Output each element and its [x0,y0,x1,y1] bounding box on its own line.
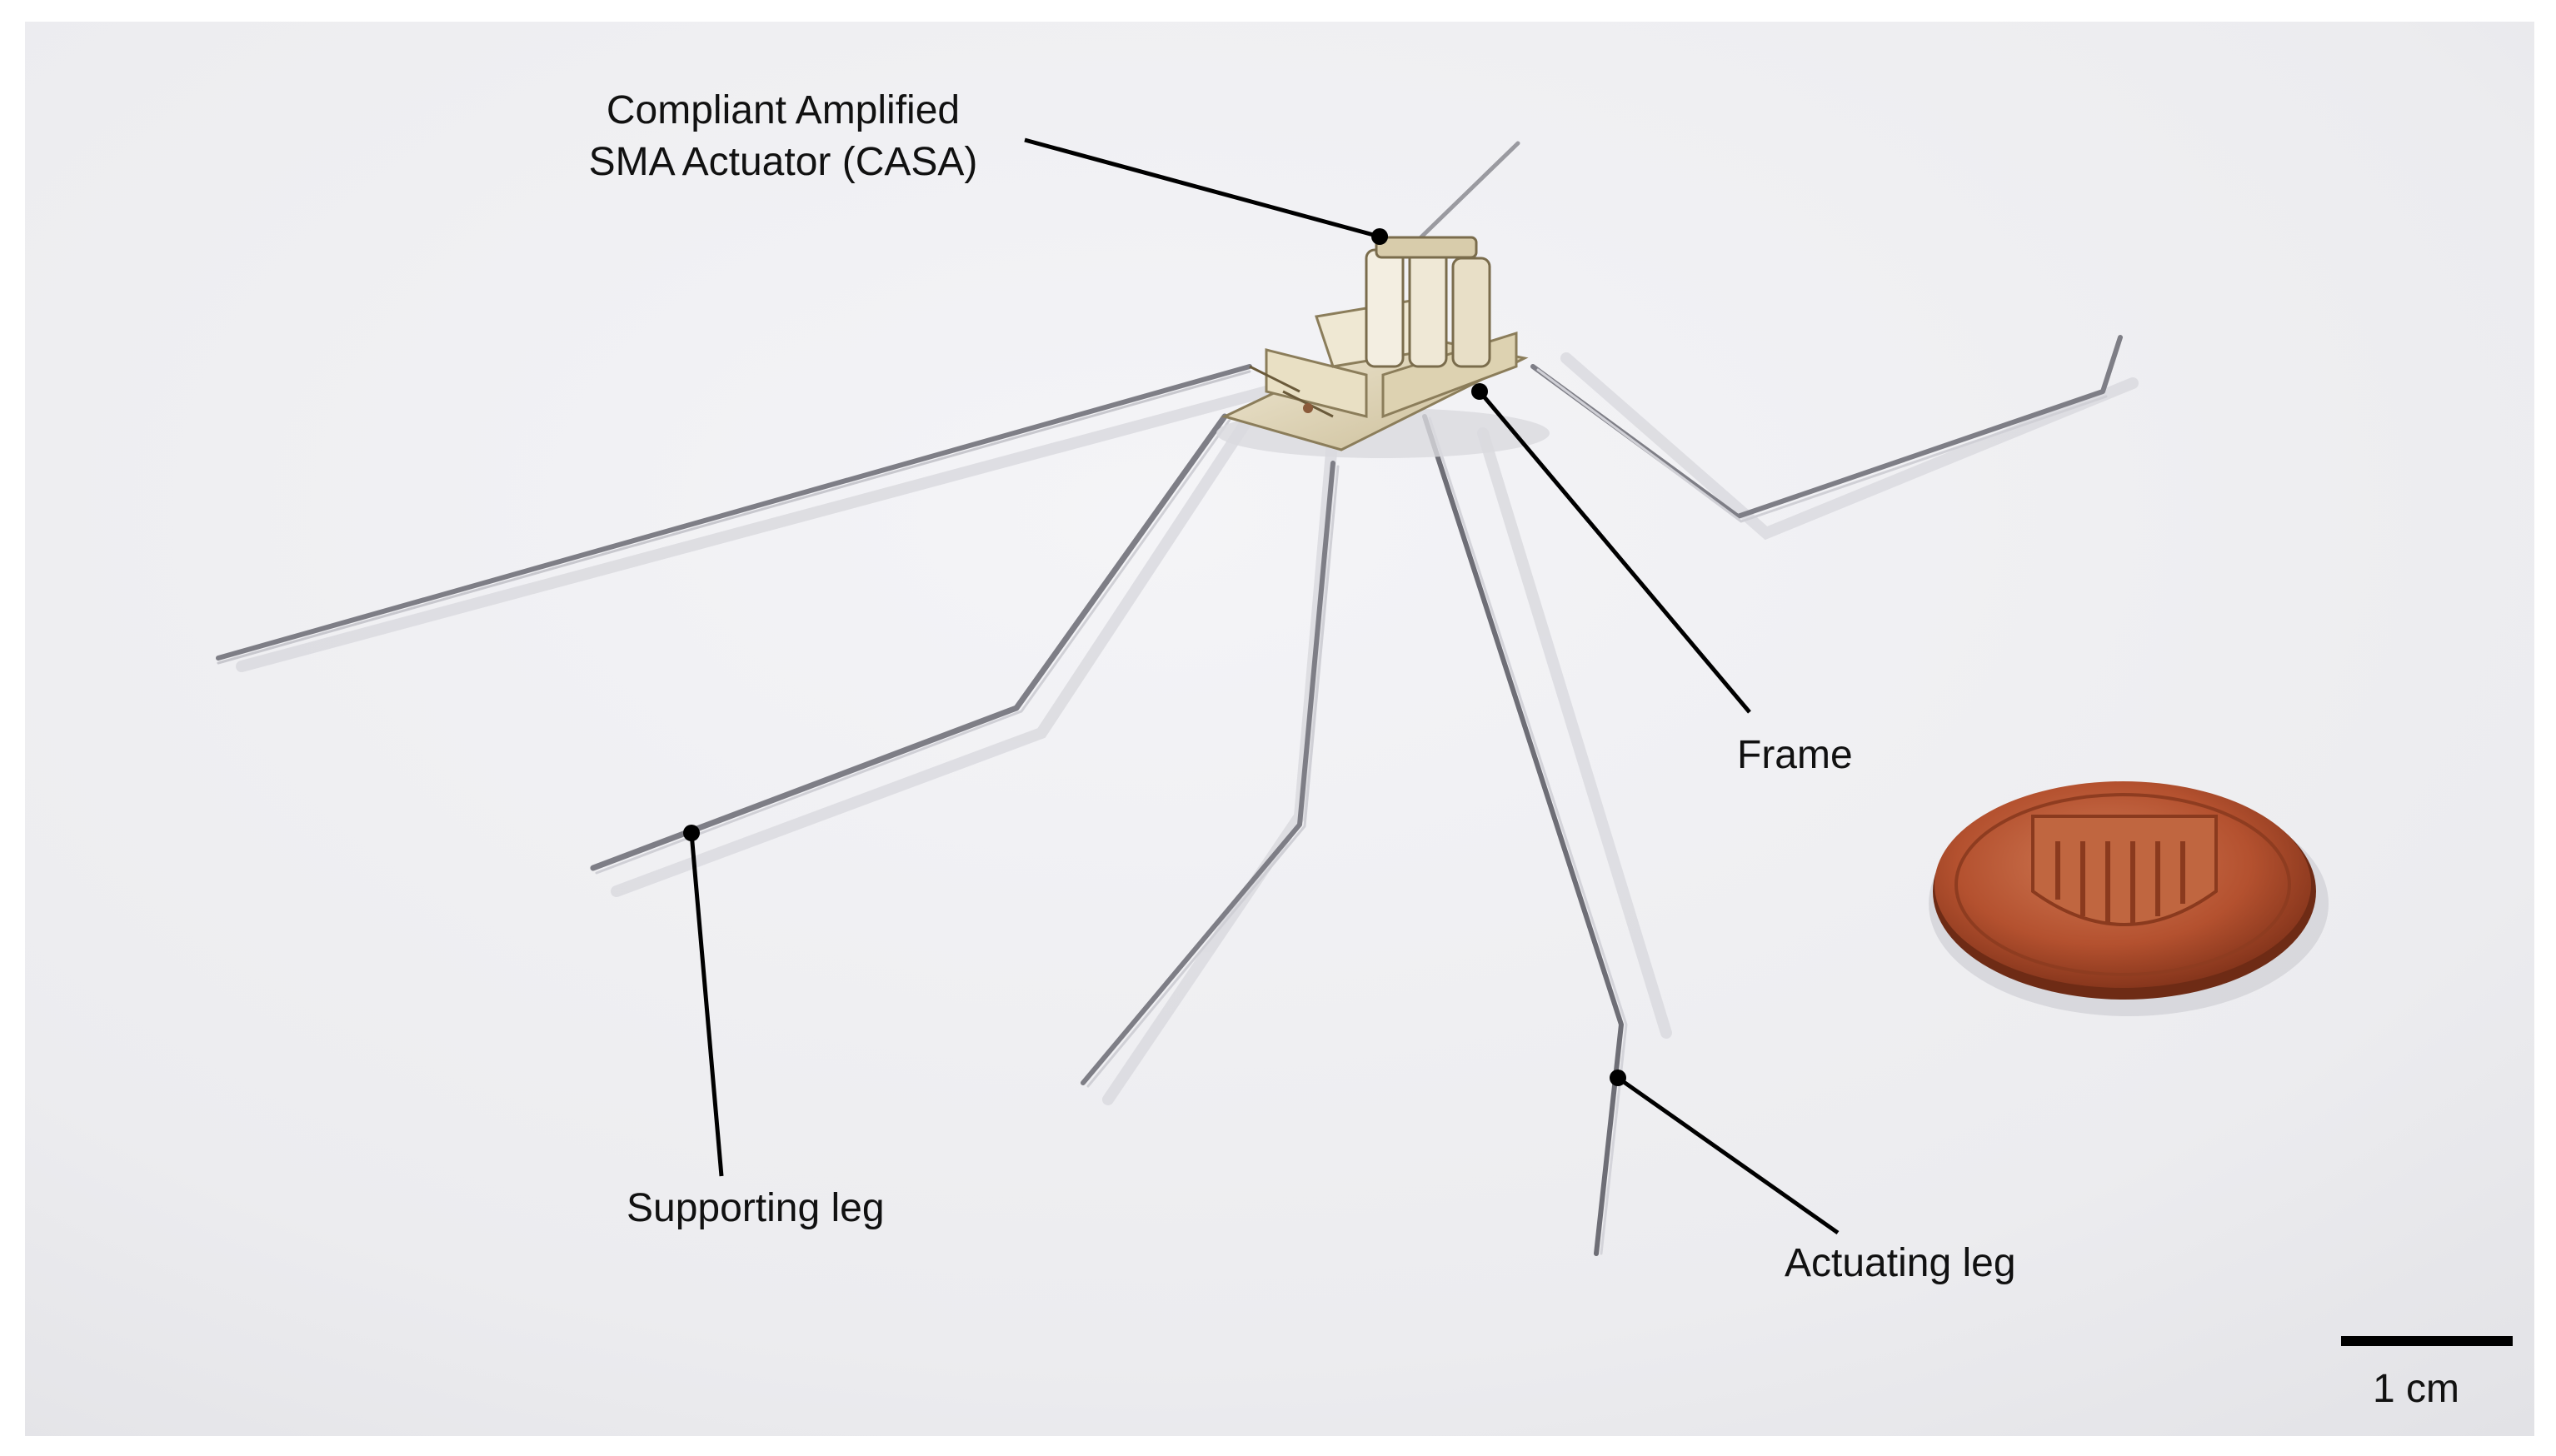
robot-legs [216,141,2123,1256]
scale-bar-label: 1 cm [2373,1367,2460,1411]
right-leg [1530,335,2123,523]
actuating-leg-leader-line [1616,1075,1840,1235]
frame-label: Frame [1737,733,1853,777]
supporting-leg [590,413,1231,875]
casa-label-line1: Compliant Amplified [606,88,961,132]
actuating-leg-label: Actuating leg [1785,1241,2016,1285]
supporting-leg-leader-line [689,832,724,1177]
casa-label: Compliant Amplified SMA Actuator (CASA) [533,85,1033,188]
actuating-leg [1422,414,1628,1256]
back-leg [1405,141,1520,252]
casa-actuator [1365,230,1491,368]
casa-label-line2: SMA Actuator (CASA) [588,140,978,184]
supporting-leg-label: Supporting leg [627,1186,885,1230]
penny-coin [1929,781,2329,1016]
middle-leg [1081,461,1340,1088]
robot-body [1216,230,1550,458]
casa-leader-line [1024,137,1380,239]
photo-background [25,22,2534,1436]
annotation-lines [689,137,1840,1235]
supporting-leg-left-long [216,364,1252,665]
annotation-dots [683,228,1626,1086]
scale-bar [2341,1336,2513,1346]
frame-leader-line [1478,390,1751,714]
